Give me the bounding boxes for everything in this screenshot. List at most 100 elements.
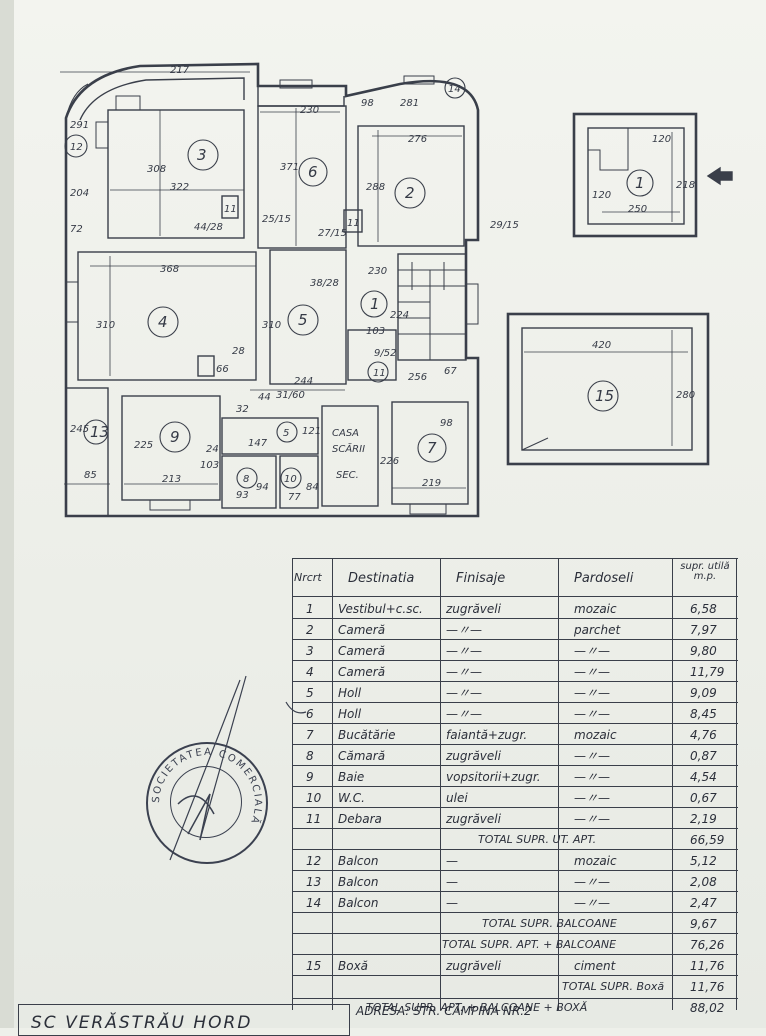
- table-row-supr: 0,87: [690, 749, 717, 763]
- grand-total-value: 88,02: [690, 1001, 725, 1015]
- dim: 103: [200, 460, 219, 471]
- stair-label-2: SCĂRII: [332, 442, 365, 455]
- company-stamp: SOCIETATEA COMERCIALĂ: [146, 742, 268, 864]
- table-row-pard: —〃—: [574, 791, 611, 805]
- table-row-fin: —〃—: [446, 686, 483, 700]
- dim: 250: [628, 204, 647, 215]
- footer-title-text: SC VERĂSTRĂU HORD: [31, 1013, 253, 1033]
- dim: 44/28: [194, 222, 223, 233]
- dim: 244: [294, 376, 313, 387]
- stair-label-1: CASA: [332, 428, 359, 439]
- floor-plan: 3 6 2 4 5 1 11 11 11 13 9 8 10 7 5 12 14…: [60, 62, 733, 518]
- svg-text:SOCIETATEA COMERCIALĂ: SOCIETATEA COMERCIALĂ: [151, 747, 263, 827]
- table-row-supr: 9,09: [690, 686, 717, 700]
- table-row-dest: W.C.: [338, 791, 365, 805]
- table-row-pard: —〃—: [574, 644, 611, 658]
- dim: 67: [444, 366, 457, 377]
- table-row-nr: 9: [306, 770, 314, 784]
- table-row-dest: Debara: [338, 812, 382, 826]
- total-apt-balcoane-label: TOTAL SUPR. APT. + BALCOANE: [442, 938, 617, 951]
- room-label-6: 6: [308, 163, 318, 181]
- table-row-dest: Vestibul+c.sc.: [338, 602, 423, 616]
- boxa-row-fin: zugrăveli: [446, 959, 501, 973]
- dim: 24: [206, 444, 219, 455]
- table-row-fin: —〃—: [446, 665, 483, 679]
- dim: 256: [408, 372, 427, 383]
- stamp-text: SOCIETATEA COMERCIALĂ: [151, 747, 261, 827]
- dim: 32: [236, 404, 249, 415]
- table-row-dest: Bucătărie: [338, 728, 396, 742]
- table-row-fin: faiantă+zugr.: [446, 728, 528, 742]
- room-label-1: 1: [370, 295, 380, 313]
- dim: 420: [592, 340, 611, 351]
- dim: 213: [162, 474, 181, 485]
- balcony-row-supr: 2,08: [690, 875, 717, 889]
- balcony-row-supr: 2,47: [690, 896, 717, 910]
- table-row-fin: —〃—: [446, 644, 483, 658]
- dim: 121: [302, 426, 321, 437]
- total-balcoane-label: TOTAL SUPR. BALCOANE: [482, 917, 617, 930]
- dim: 120: [652, 134, 671, 145]
- dim: 98: [440, 418, 453, 429]
- balcony-row-fin: —: [446, 854, 458, 868]
- table-row-dest: Cameră: [338, 665, 386, 679]
- table-row-pard: —〃—: [574, 812, 611, 826]
- room-label-5b: 5: [283, 428, 289, 439]
- paper-edge: [0, 0, 14, 1028]
- dim: 93: [236, 490, 249, 501]
- dim: 245: [70, 424, 89, 435]
- table-row-dest: Holl: [338, 707, 362, 721]
- table-row-nr: 6: [306, 707, 314, 721]
- dim: 9/52: [374, 348, 396, 359]
- table-row-supr: 11,79: [690, 665, 725, 679]
- table-row-nr: 7: [306, 728, 314, 742]
- dim: 204: [70, 188, 89, 199]
- room-label-11: 11: [373, 368, 386, 379]
- dim: 310: [96, 320, 115, 331]
- dim: 230: [368, 266, 387, 277]
- balcony-row-nr: 13: [306, 875, 322, 889]
- table-row-fin: —〃—: [446, 623, 483, 637]
- header-pardoseli: Pardoseli: [574, 571, 634, 586]
- dim: 25/15: [262, 214, 291, 225]
- table-row-supr: 6,58: [690, 602, 717, 616]
- dim: 230: [300, 105, 319, 116]
- room-label-10: 10: [284, 474, 297, 485]
- dim: 322: [170, 182, 189, 193]
- dim: 217: [170, 65, 190, 76]
- room-label-15: 15: [595, 387, 614, 405]
- dim: 224: [390, 310, 409, 321]
- table-row-dest: Holl: [338, 686, 362, 700]
- balcony-row-pard: mozaic: [574, 854, 617, 868]
- dim: 77: [288, 492, 301, 503]
- dim: 310: [262, 320, 281, 331]
- table-row-pard: —〃—: [574, 665, 611, 679]
- document-footer-title: SC VERĂSTRĂU HORD: [18, 1004, 350, 1036]
- dim: 371: [280, 162, 299, 173]
- table-row-nr: 4: [306, 665, 314, 679]
- boxa-row-dest: Boxă: [338, 959, 369, 973]
- grand-total-label: TOTAL SUPR. APT. + BALCOANE + BOXĂ: [366, 1001, 588, 1014]
- room-label-9: 9: [170, 428, 180, 446]
- room-label-12: 12: [70, 142, 83, 153]
- table-row-supr: 2,19: [690, 812, 717, 826]
- balcony-row-dest: Balcon: [338, 896, 379, 910]
- table-row-pard: —〃—: [574, 770, 611, 784]
- table-row-dest: Cameră: [338, 623, 386, 637]
- table-row-fin: zugrăveli: [446, 749, 501, 763]
- dim: 288: [366, 182, 385, 193]
- balcony-row-pard: —〃—: [574, 875, 611, 889]
- room-label-11-closet-b: 11: [347, 218, 360, 229]
- table-row-fin: —〃—: [446, 707, 483, 721]
- table-row-nr: 1: [306, 602, 314, 616]
- table-row-dest: Cămară: [338, 749, 386, 763]
- table-row-fin: zugrăveli: [446, 812, 501, 826]
- table-row-nr: 3: [306, 644, 314, 658]
- stair-label-3: SEC.: [336, 470, 359, 481]
- dim: 225: [134, 440, 153, 451]
- footer-address: ADRESA: STR. CÂMPINA NR.2: [356, 1004, 532, 1018]
- table-row-fin: zugrăveli: [446, 602, 501, 616]
- header-finisaje: Finisaje: [456, 571, 506, 586]
- room-label-4: 4: [158, 313, 168, 331]
- room-label-1-box: 1: [635, 174, 645, 192]
